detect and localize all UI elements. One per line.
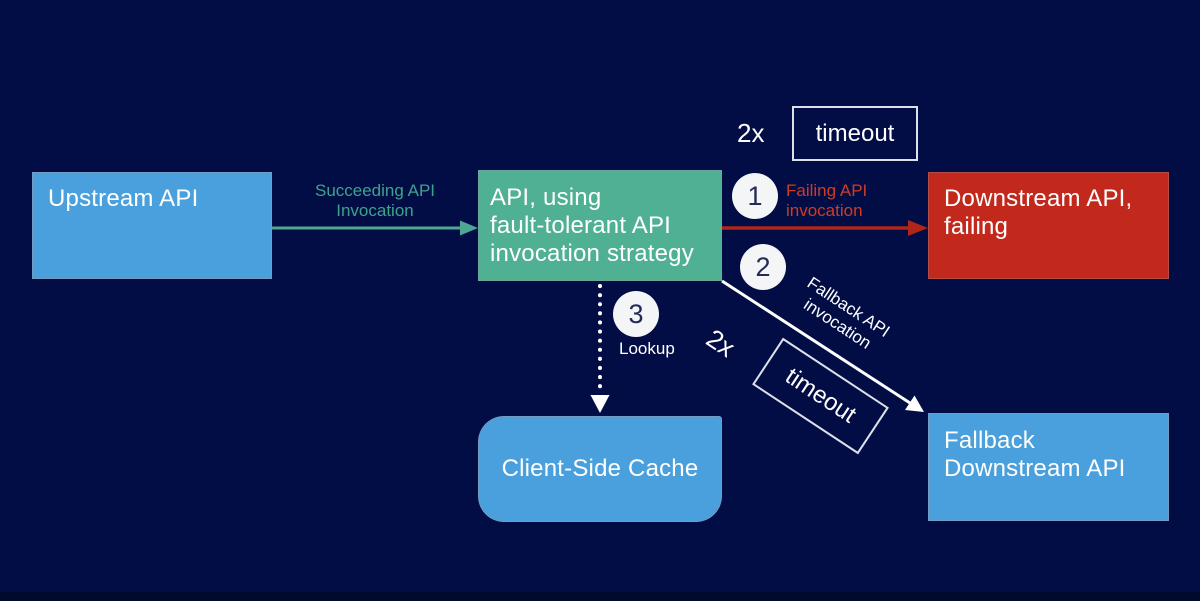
retry-multiplier-top: 2x [737, 118, 765, 148]
failing-invocation-label: Failing API invocation [786, 181, 868, 220]
fault-tolerant-api-node: API, using fault-tolerant API invocation… [478, 170, 722, 281]
succeeding-invocation-label: Succeeding API Invocation [314, 181, 436, 220]
fallback-arrowhead [905, 395, 924, 412]
upstream-api-node: Upstream API [32, 172, 272, 279]
step-2-badge: 2 [740, 244, 786, 290]
client-side-cache-node: Client-Side Cache [478, 416, 722, 522]
fallback-downstream-api-node: Fallback Downstream API [928, 413, 1169, 521]
step-1-badge: 1 [732, 173, 778, 219]
bottom-edge-strip [0, 592, 1200, 601]
step-3-badge: 3 [613, 291, 659, 337]
retry-multiplier-diagonal: 2x [701, 322, 741, 364]
lookup-label: Lookup [619, 339, 675, 358]
failing-arrowhead [908, 220, 928, 236]
lookup-arrowhead [590, 395, 610, 413]
timeout-box-top: timeout [792, 106, 918, 161]
succeeding-arrowhead [460, 220, 478, 236]
downstream-api-failing-node: Downstream API, failing [928, 172, 1169, 279]
